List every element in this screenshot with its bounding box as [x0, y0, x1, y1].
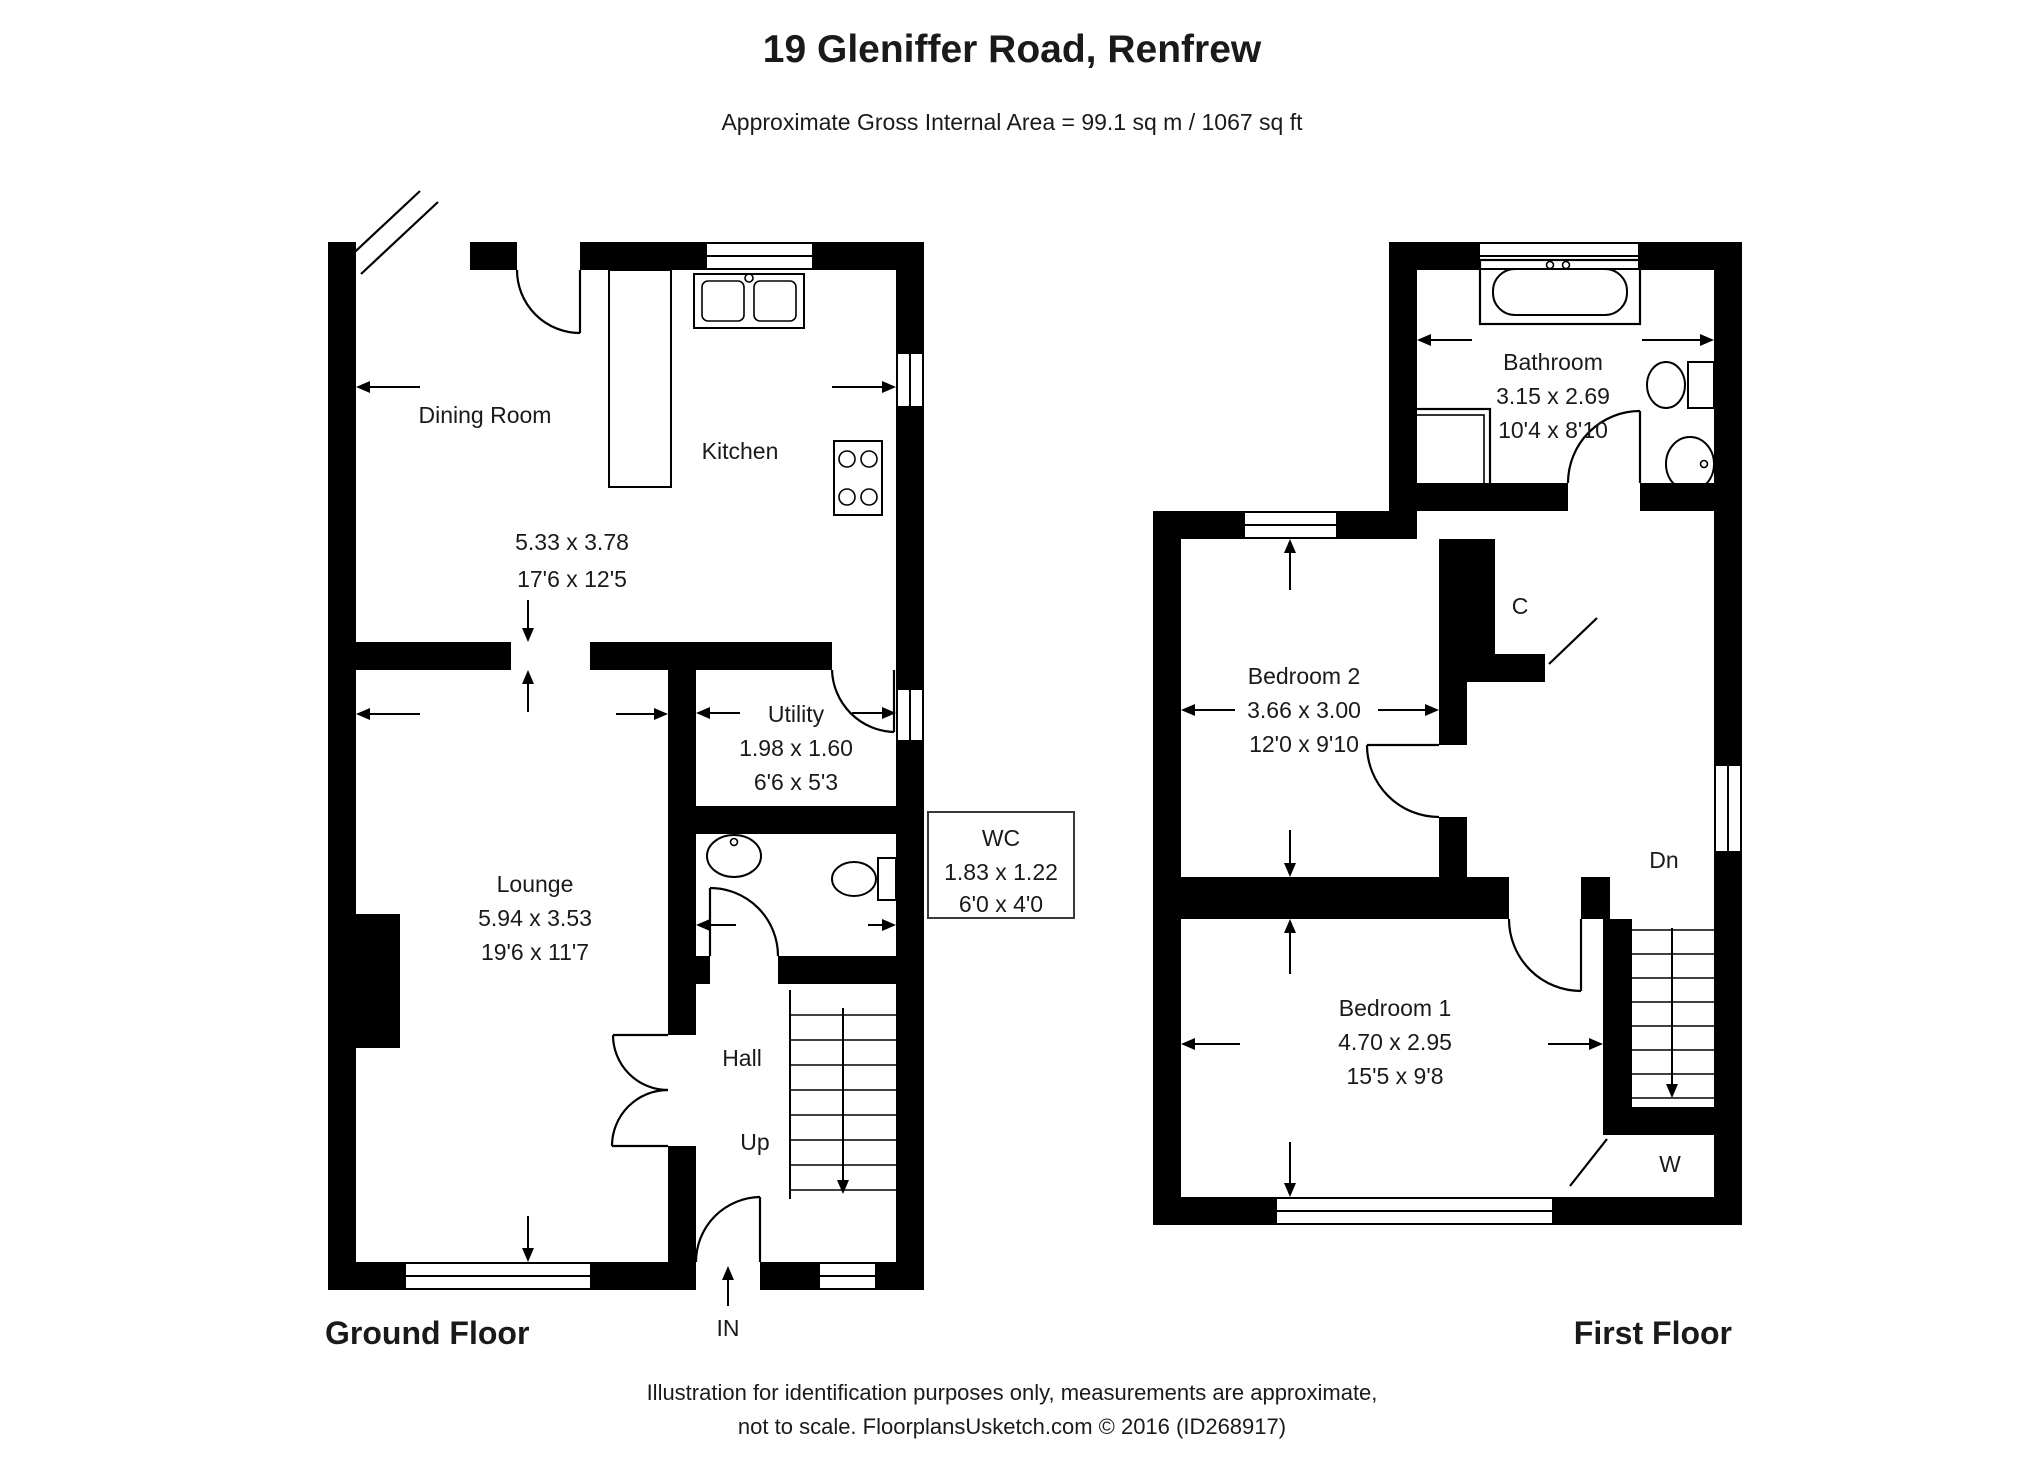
front-door — [694, 1195, 762, 1263]
bedroom1-dim-metric: 4.70 x 2.95 — [1338, 1029, 1452, 1055]
lounge-dim-metric: 5.94 x 3.53 — [478, 905, 592, 931]
wardrobe-label: W — [1659, 1151, 1681, 1177]
wc-label-box: WC 1.83 x 1.22 6'0 x 4'0 — [927, 811, 1075, 919]
page-title: 19 Gleniffer Road, Renfrew — [763, 28, 1262, 71]
entrance-label: IN — [717, 1315, 740, 1341]
bathroom-basin — [1665, 436, 1715, 492]
bedroom2-dim-metric: 3.66 x 3.00 — [1247, 697, 1361, 723]
shower — [1396, 407, 1492, 503]
first-floor-walls — [1153, 242, 1742, 1225]
wc-dim-metric: 1.83 x 1.22 — [944, 859, 1058, 885]
bathtub — [1478, 258, 1642, 326]
ground-floor-arrows — [356, 381, 896, 1262]
page-subtitle: Approximate Gross Internal Area = 99.1 s… — [721, 109, 1303, 135]
wc-dim-imperial: 6'0 x 4'0 — [959, 891, 1043, 917]
bedroom1-dim-imperial: 15'5 x 9'8 — [1346, 1063, 1443, 1089]
wc-basin — [706, 834, 762, 878]
ground-floor-windows — [406, 242, 924, 1290]
kitchen-utility-door — [830, 669, 896, 734]
stairs-up-label: Up — [740, 1129, 769, 1155]
bathroom-toilet — [1646, 361, 1715, 409]
bedroom1-window-bottom — [1277, 1197, 1552, 1225]
bathroom-dim-metric: 3.15 x 2.69 — [1496, 383, 1610, 409]
kitchen-sink — [693, 273, 805, 329]
dining-exterior-door — [515, 269, 582, 335]
utility-dim-metric: 1.98 x 1.60 — [739, 735, 853, 761]
bedroom2-door — [1365, 743, 1440, 819]
wc-toilet — [831, 857, 897, 901]
dining-kitchen-dim-metric: 5.33 x 3.78 — [515, 529, 629, 555]
room-label-bathroom: Bathroom — [1503, 349, 1603, 375]
stairs-down-label: Dn — [1649, 847, 1678, 873]
ground-floor-title: Ground Floor — [325, 1315, 529, 1351]
stairs-down — [1630, 919, 1714, 1107]
bathroom-window-top — [1480, 242, 1638, 270]
ground-floor-plan: WC 1.83 x 1.22 6'0 x 4'0 Dining Room Kit… — [325, 190, 1075, 1351]
room-label-bedroom1: Bedroom 1 — [1339, 995, 1452, 1021]
utility-window-right — [896, 690, 924, 740]
stairs-up — [789, 990, 896, 1199]
bathroom-door — [1566, 409, 1642, 484]
closet-label: C — [1512, 593, 1529, 619]
closet-door — [1548, 617, 1598, 665]
disclaimer-line1: Illustration for identification purposes… — [647, 1380, 1378, 1405]
wc-door — [708, 886, 780, 957]
corner-door-symbol — [342, 190, 439, 275]
room-label-wc: WC — [982, 825, 1020, 851]
bedroom2-window-top — [1245, 511, 1336, 539]
ground-floor-doors — [515, 269, 896, 1263]
room-label-utility: Utility — [768, 701, 825, 727]
first-floor-plan: Bathroom 3.15 x 2.69 10'4 x 8'10 Bedroom… — [1153, 242, 1742, 1351]
lounge-double-doors — [610, 1033, 669, 1148]
kitchen-window-right — [896, 354, 924, 406]
bedroom1-door — [1507, 918, 1583, 993]
landing-window-right — [1714, 766, 1742, 851]
room-label-dining: Dining Room — [419, 402, 552, 428]
first-floor-title: First Floor — [1574, 1315, 1732, 1351]
ground-floor-walls — [328, 242, 924, 1290]
room-label-lounge: Lounge — [497, 871, 574, 897]
room-label-hall: Hall — [722, 1045, 762, 1071]
lounge-dim-imperial: 19'6 x 11'7 — [481, 939, 589, 965]
bedroom2-dim-imperial: 12'0 x 9'10 — [1249, 731, 1359, 757]
wardrobe-door — [1569, 1138, 1608, 1187]
hob — [833, 440, 883, 516]
kitchen-window-top — [707, 242, 812, 270]
hall-window-bottom — [820, 1262, 875, 1290]
first-floor-doors — [1365, 409, 1642, 1187]
kitchen-counter — [608, 269, 672, 488]
bathroom-dim-imperial: 10'4 x 8'10 — [1498, 417, 1608, 443]
dining-kitchen-dim-imperial: 17'6 x 12'5 — [517, 566, 627, 592]
first-floor-arrows — [1181, 334, 1714, 1197]
lounge-window-bottom — [406, 1262, 590, 1290]
room-label-bedroom2: Bedroom 2 — [1248, 663, 1361, 689]
utility-dim-imperial: 6'6 x 5'3 — [754, 769, 838, 795]
room-label-kitchen: Kitchen — [702, 438, 779, 464]
chimney-breast — [356, 914, 400, 1048]
disclaimer-line2: not to scale. FloorplansUsketch.com © 20… — [738, 1414, 1286, 1439]
entrance-arrow — [722, 1266, 734, 1306]
